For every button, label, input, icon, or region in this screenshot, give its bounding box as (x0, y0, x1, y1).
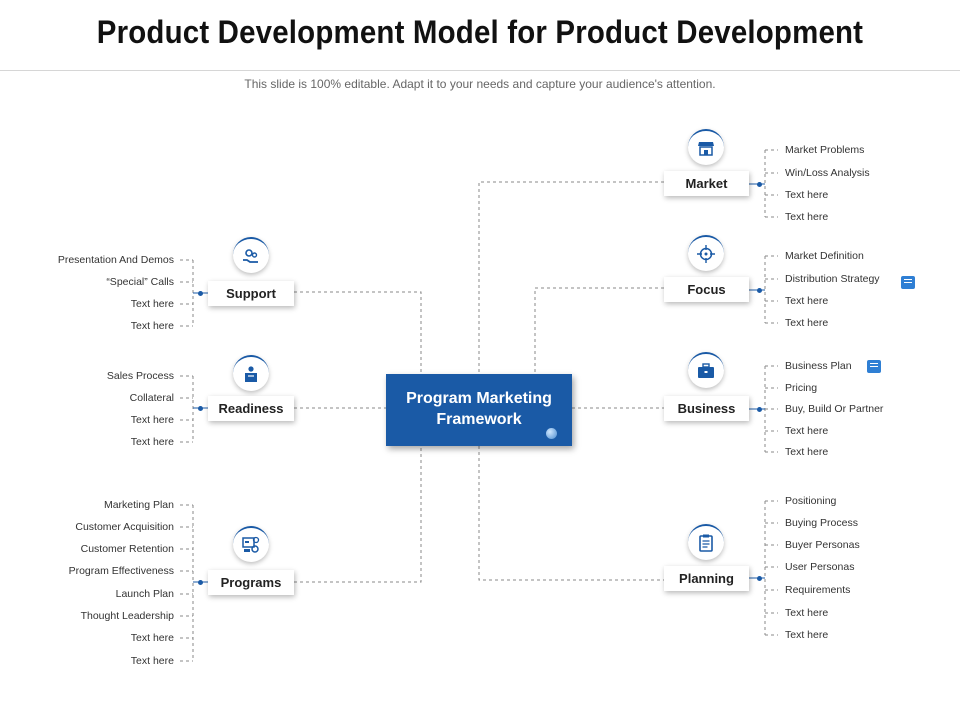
list-item: Win/Loss Analysis (785, 167, 870, 179)
person-box-icon (233, 355, 269, 391)
globe-icon (546, 428, 557, 439)
node-business-label: Business (677, 401, 736, 416)
node-support: Support (208, 281, 294, 306)
ticks-planning (765, 500, 778, 636)
list-item: Text here (130, 320, 174, 332)
list-item: Thought Leadership (80, 610, 174, 622)
gear-hand-icon (233, 237, 269, 273)
connector-support (294, 291, 422, 374)
list-item: Text here (130, 632, 174, 644)
connector-dot (198, 291, 203, 296)
note-icon (901, 276, 915, 289)
list-item: Launch Plan (115, 588, 174, 600)
list-item: Distribution Strategy (785, 273, 880, 285)
node-support-label: Support (226, 286, 276, 301)
connector-focus (534, 287, 664, 374)
center-label-line2: Framework (436, 411, 522, 428)
list-item: Collateral (129, 392, 174, 404)
list-item: Marketing Plan (103, 499, 174, 511)
clipboard-icon (688, 524, 724, 560)
center-framework-box: Program Marketing Framework (386, 374, 572, 446)
list-item: “Special” Calls (106, 276, 174, 288)
list-item: Positioning (785, 495, 837, 507)
list-item: Program Effectiveness (68, 565, 174, 577)
list-item: Business Plan (785, 360, 852, 372)
connector-market (478, 181, 664, 374)
list-item: Sales Process (106, 370, 174, 382)
node-programs-label: Programs (220, 575, 282, 590)
node-focus-label: Focus (687, 282, 726, 297)
list-item: Text here (130, 655, 174, 667)
list-item: Market Definition (785, 250, 864, 262)
list-item: Customer Acquisition (75, 521, 174, 533)
node-readiness: Readiness (208, 396, 294, 421)
node-market-label: Market (685, 176, 728, 191)
list-item: Buy, Build Or Partner (785, 403, 884, 415)
ticks-readiness (180, 375, 193, 443)
list-item: Pricing (785, 382, 818, 394)
briefcase-icon (688, 352, 724, 388)
node-programs: Programs (208, 570, 294, 595)
connector-dot (198, 580, 203, 585)
list-item: Text here (785, 425, 829, 437)
list-item: Text here (130, 414, 174, 426)
list-item: Customer Retention (80, 543, 174, 555)
ticks-focus (765, 255, 778, 324)
crosshair-icon (688, 235, 724, 271)
list-item: Text here (785, 629, 829, 641)
ticks-market (765, 149, 778, 218)
connector-dot (757, 576, 762, 581)
connector-programs (294, 446, 422, 583)
connector-dot (757, 288, 762, 293)
page-subtitle: This slide is 100% editable. Adapt it to… (244, 77, 716, 91)
connector-planning (478, 446, 664, 581)
list-item: Text here (785, 446, 829, 458)
monitor-gear-icon (233, 526, 269, 562)
note-icon (867, 360, 881, 373)
connector-dot (757, 407, 762, 412)
list-item: Market Problems (785, 144, 865, 156)
ticks-support (180, 259, 193, 327)
node-planning-label: Planning (679, 571, 734, 586)
node-market: Market (664, 171, 749, 196)
list-item: Presentation And Demos (57, 254, 174, 266)
list-item: Text here (785, 317, 829, 329)
title-divider (0, 70, 960, 71)
list-item: Text here (130, 298, 174, 310)
list-item: Buying Process (785, 517, 858, 529)
page-title: Product Development Model for Product De… (96, 14, 864, 50)
ticks-business (765, 365, 778, 453)
connector-dot (198, 406, 203, 411)
list-item: Text here (785, 211, 829, 223)
center-label-line1: Program Marketing (406, 390, 552, 407)
connector-dot (757, 182, 762, 187)
list-item: Text here (785, 189, 829, 201)
list-item: Text here (785, 607, 829, 619)
node-business: Business (664, 396, 749, 421)
node-planning: Planning (664, 566, 749, 591)
node-focus: Focus (664, 277, 749, 302)
list-item: User Personas (785, 561, 855, 573)
list-item: Text here (130, 436, 174, 448)
store-icon (688, 129, 724, 165)
ticks-programs (180, 504, 193, 662)
node-readiness-label: Readiness (218, 401, 284, 416)
list-item: Requirements (785, 584, 851, 596)
list-item: Text here (785, 295, 829, 307)
list-item: Buyer Personas (785, 539, 860, 551)
